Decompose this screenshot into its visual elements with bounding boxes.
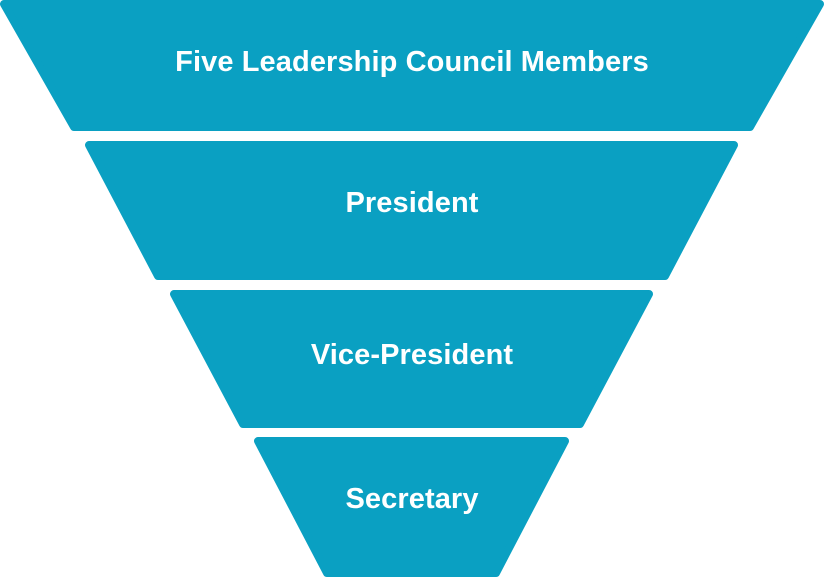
funnel-segment-3-label: Vice-President [310,339,514,371]
funnel-segment-4-shape [254,437,569,577]
funnel-segment-2-label: President [345,187,479,219]
funnel-segment-1-shape [0,0,824,131]
funnel-segment-2-shape [85,141,738,280]
funnel-segment-4-label: Secretary [345,483,479,515]
funnel-segment-3-shape [170,290,653,428]
funnel-segment-1-label: Five Leadership Council Members [175,46,649,78]
